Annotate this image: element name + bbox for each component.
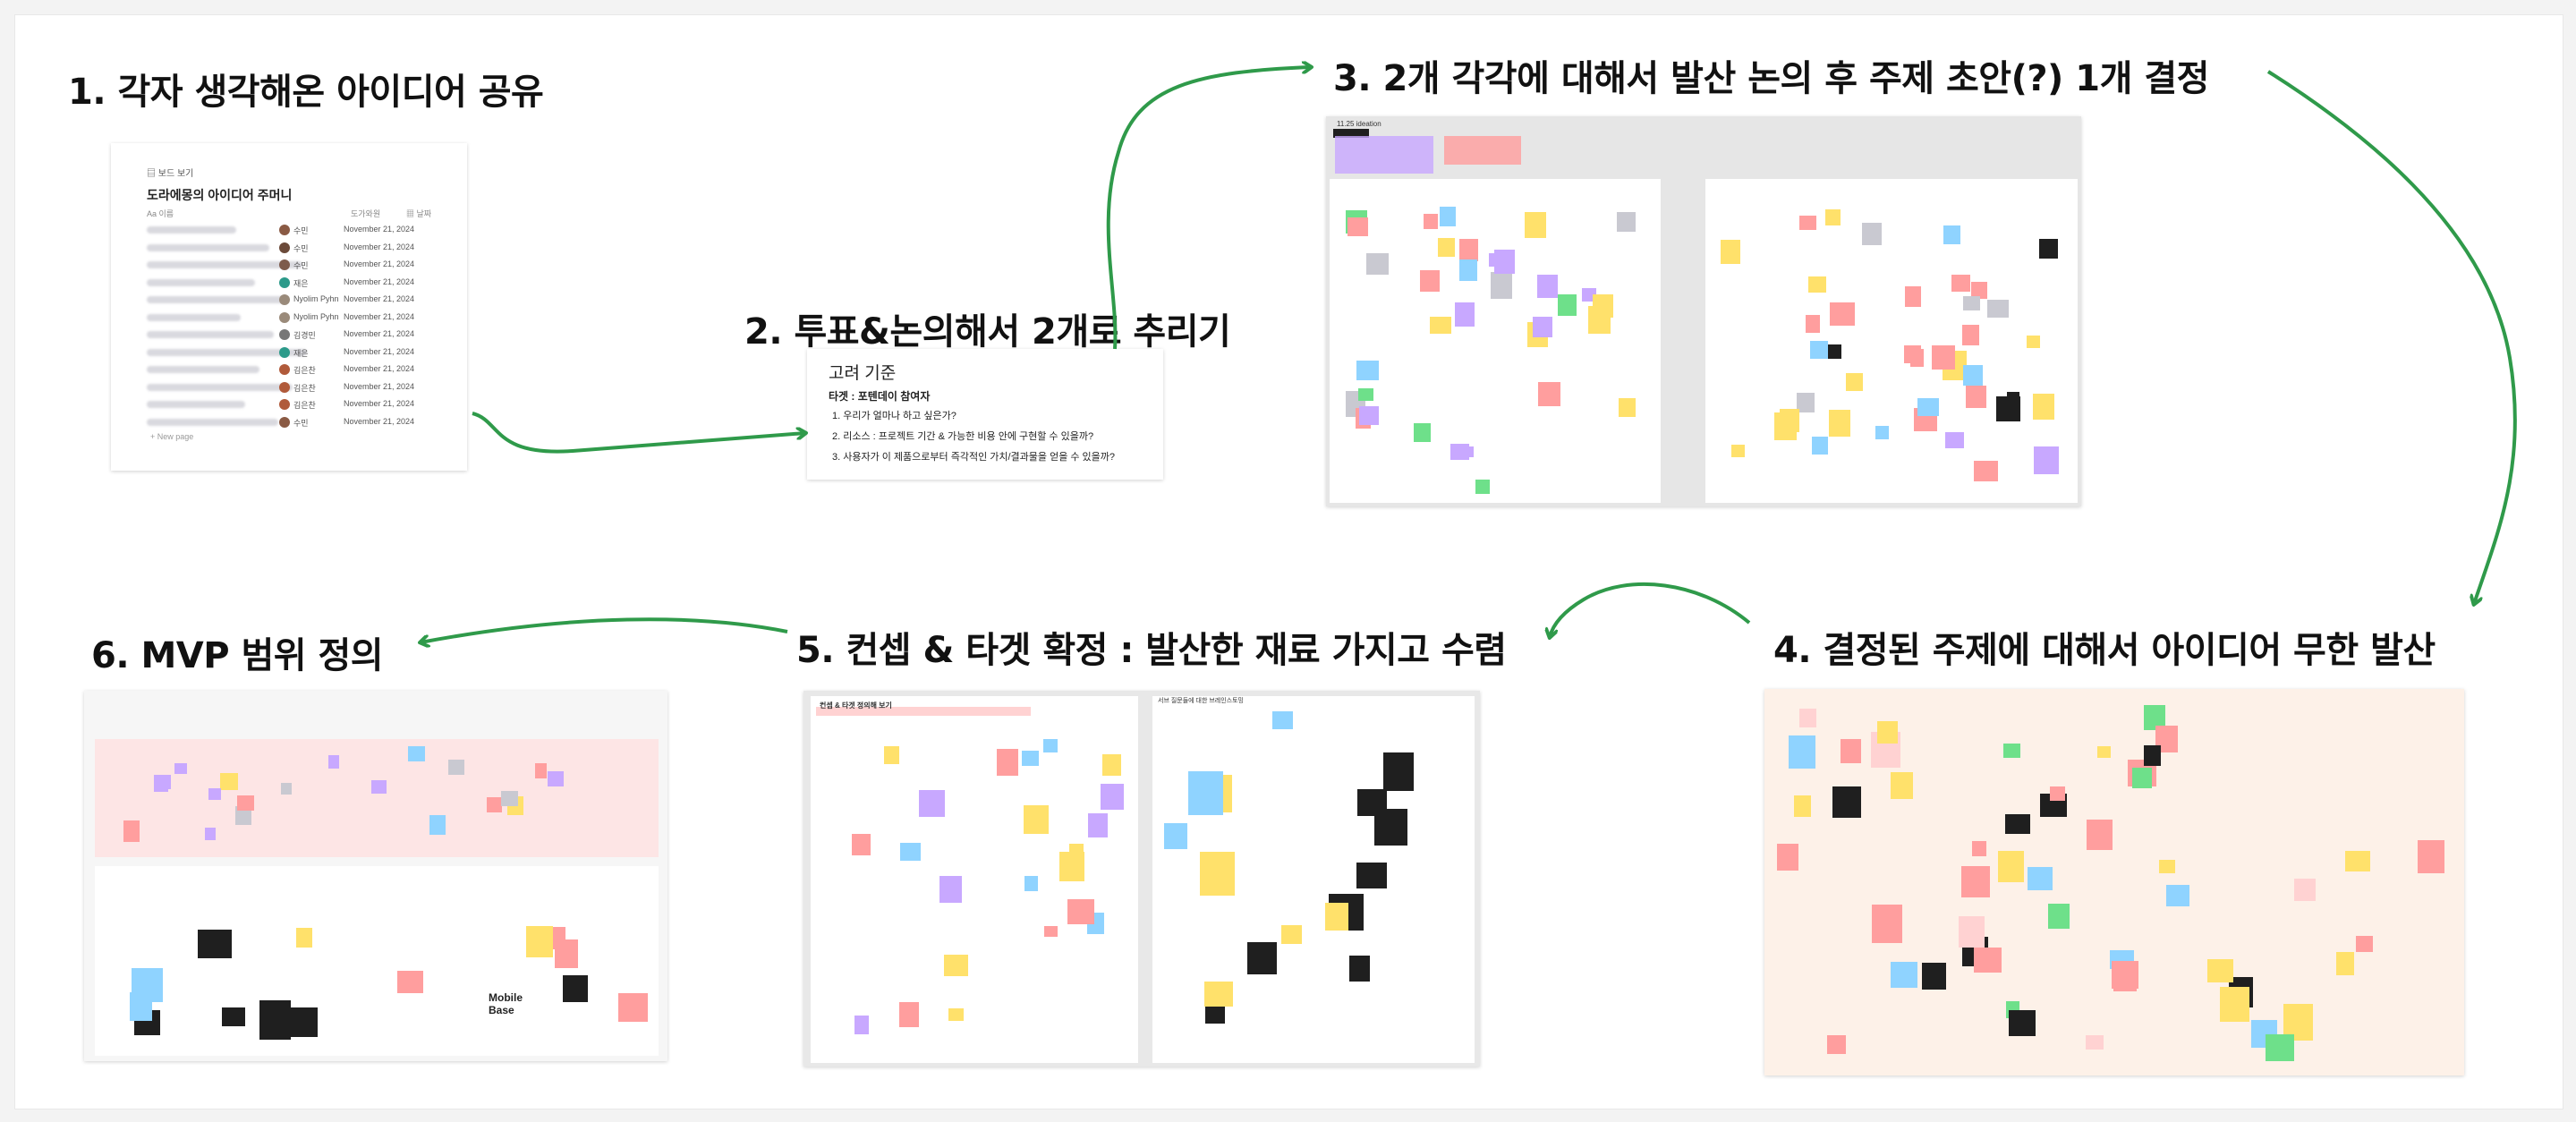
arrow-2-to-3 [1109, 67, 1311, 349]
arrow-4-to-5 [1550, 584, 1749, 637]
arrow-3-to-4 [2268, 72, 2515, 604]
arrow-5-to-6 [421, 619, 787, 642]
arrow-1-to-2 [472, 413, 805, 452]
